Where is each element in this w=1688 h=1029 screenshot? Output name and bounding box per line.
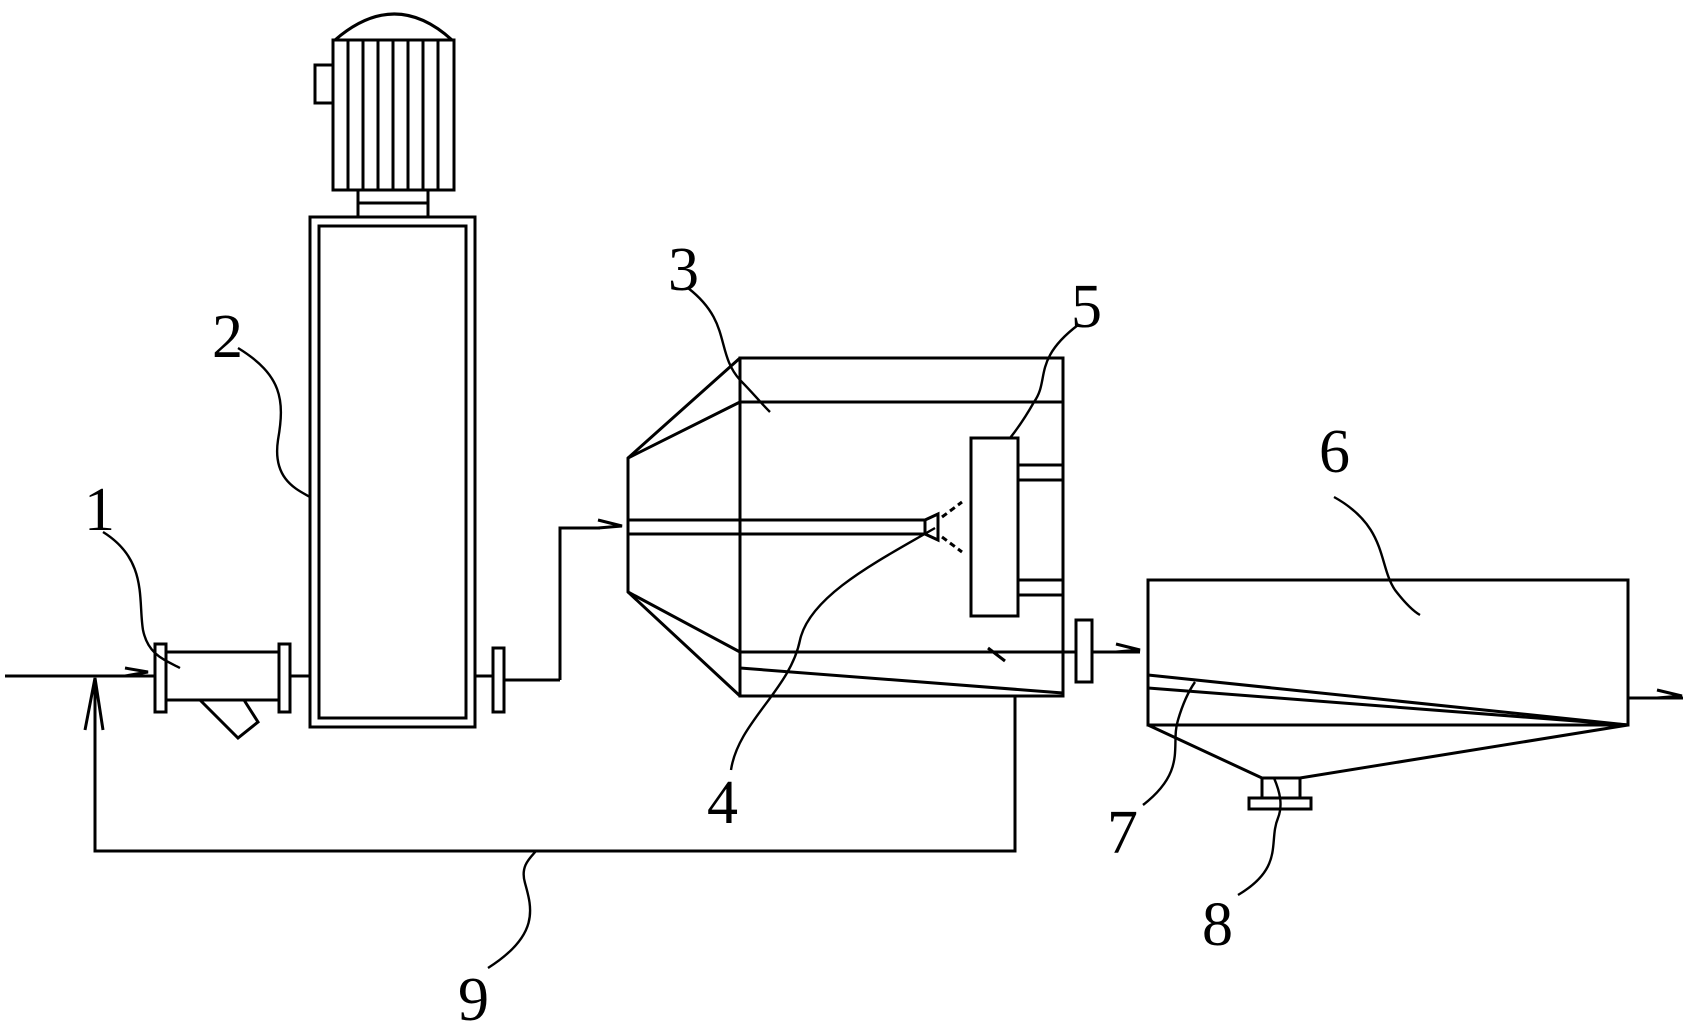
label-2: 2	[212, 303, 243, 371]
spray-nozzle	[628, 500, 963, 554]
feed-pipe	[153, 642, 310, 741]
label-9: 9	[458, 966, 489, 1029]
motor	[313, 12, 456, 219]
transfer-pipe	[558, 518, 623, 680]
label-1: 1	[84, 476, 115, 544]
label-8: 8	[1202, 891, 1233, 959]
label-6: 6	[1319, 418, 1350, 486]
leader-lines	[102, 287, 1421, 970]
label-3: 3	[668, 236, 699, 304]
return-line	[83, 677, 1017, 853]
label-5: 5	[1071, 273, 1102, 341]
crusher-column	[308, 215, 560, 729]
inlet-line	[5, 666, 155, 678]
part-labels: 1 2 3 4 5 6 7 8 9	[84, 236, 1350, 1029]
outlet-flange	[1063, 618, 1141, 684]
separator-tank	[626, 356, 1065, 698]
label-4: 4	[707, 769, 738, 837]
impact-plate	[969, 436, 1063, 618]
label-7: 7	[1107, 799, 1138, 867]
settling-tank	[1146, 578, 1683, 811]
